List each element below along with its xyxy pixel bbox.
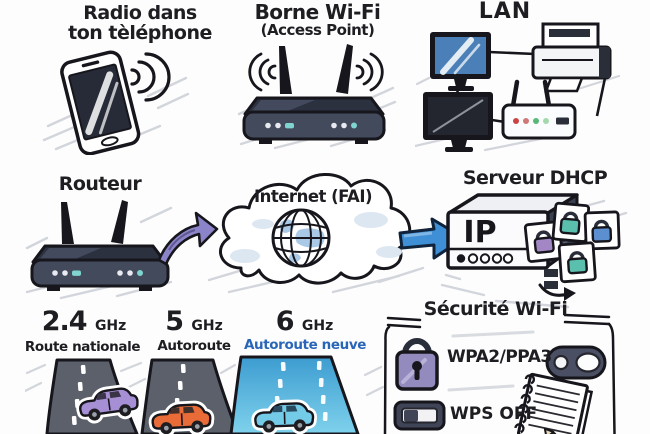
lan-switch-icon [501,79,577,140]
security-title: Sécurité Wi-Fi [423,298,568,320]
pencil-icon [543,427,573,434]
panel-border [383,313,616,434]
band-24-freq: 2.4 GHz [41,306,127,337]
padlock-icon [395,338,439,391]
globe-icon [271,208,331,268]
toggle-on-icon [545,345,607,380]
band-5-label: Autoroute [157,338,231,354]
wifi-router-icon [237,44,397,150]
monitor-top-icon [430,32,491,91]
router-icon [25,200,173,300]
smartphone-icon [42,50,190,155]
wps-toggle-off-icon [393,400,446,431]
car-orange-icon [148,400,215,434]
router-title: Routeur [58,173,142,195]
band-24-label: Route nationale [24,339,141,355]
wifi-waves-right-icon [355,52,384,92]
ip-label: IP [463,215,496,250]
monitor-bottom-icon [423,92,493,152]
curved-arrow-icon [538,283,576,301]
security-panel [383,313,616,434]
band-6-label: Autoroute neuve [244,337,366,353]
arrow-right-purple-icon [157,211,219,266]
phone-title-line2: ton tèléphone [68,22,212,44]
access-point-subtitle: (Access Point) [260,21,375,39]
wifi-waves-icon [130,52,171,102]
internet-title: Internet (FAI) [253,187,373,206]
dhcp-title: Serveur DHCP [462,167,608,189]
dhcp-server-icon: IP [440,193,628,309]
security-item-wps: WPS OFF [450,404,538,424]
frequency-roads-illustration [25,355,385,434]
band-5-freq: 5 GHz [165,306,223,337]
band-6-freq: 6 GHz [275,306,334,337]
lan-network-icon [415,22,621,152]
printer-icon [531,22,612,93]
security-item-wpa: WPA2/PPA3 [447,347,552,367]
phone-title-line1: Radio dans [83,2,197,24]
lan-title: LAN [478,0,532,24]
ip-card-teal-icon [551,201,591,243]
wifi-waves-left-icon [248,52,277,92]
access-point-title: Borne Wi-Fi [254,0,381,24]
ip-card-teal2-icon [557,241,597,284]
internet-cloud-icon [207,173,425,294]
car-purple-icon [76,384,142,424]
ip-card-blue-icon [583,210,621,251]
notebook-icon [514,372,594,434]
